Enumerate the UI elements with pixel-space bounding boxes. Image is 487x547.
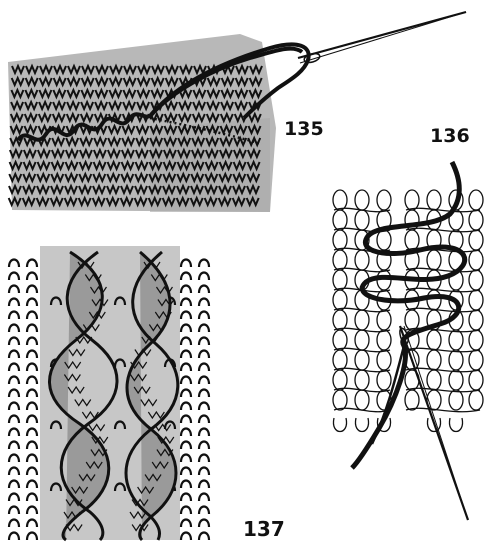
mesh-link — [406, 228, 480, 231]
mesh-loop — [449, 330, 463, 350]
mesh-drop-loop — [333, 418, 346, 432]
mesh-loop — [377, 370, 391, 390]
mesh-loop — [333, 290, 347, 310]
mesh-loop — [427, 290, 441, 310]
mesh-link — [406, 268, 480, 271]
mesh-loop — [333, 230, 347, 250]
mesh-drop-loop — [355, 418, 368, 432]
mesh-loop — [355, 210, 369, 230]
mesh-loop — [449, 370, 463, 390]
mesh-loop — [469, 210, 483, 230]
mesh-link — [406, 308, 480, 311]
mesh-loop — [405, 390, 419, 410]
mesh-loop — [469, 370, 483, 390]
mesh-link — [406, 388, 480, 391]
mesh-loop — [427, 190, 441, 210]
mesh-link — [406, 408, 480, 411]
mesh-loop — [355, 390, 369, 410]
mesh-loop — [355, 190, 369, 210]
mesh-loop — [333, 210, 347, 230]
mesh-loop — [469, 350, 483, 370]
mesh-loop — [355, 350, 369, 370]
mesh-loop — [405, 230, 419, 250]
mesh-loop — [333, 350, 347, 370]
mesh-loop — [469, 290, 483, 310]
mesh-loop — [449, 390, 463, 410]
mesh-loop — [469, 250, 483, 270]
mesh-loop — [333, 310, 347, 330]
mesh-loop — [449, 350, 463, 370]
mesh-loop — [333, 370, 347, 390]
mesh-loop — [333, 250, 347, 270]
figure-label-137: 137 — [243, 517, 285, 541]
mesh-loop — [377, 330, 391, 350]
mesh-loop — [469, 270, 483, 290]
mesh-loop — [355, 250, 369, 270]
needle-136 — [398, 326, 468, 520]
figure-135-illustration — [8, 12, 466, 212]
mesh-link — [406, 208, 480, 211]
mesh-loop — [333, 330, 347, 350]
mesh-loop — [377, 190, 391, 210]
figure-label-135: 135 — [284, 118, 324, 140]
mesh-loop — [427, 350, 441, 370]
mesh-loop — [469, 330, 483, 350]
mesh-loop — [405, 310, 419, 330]
mesh-loop — [377, 310, 391, 330]
mesh-loop — [469, 310, 483, 330]
mesh-loop — [377, 350, 391, 370]
mesh-loop — [405, 190, 419, 210]
mesh-drop-loop — [449, 418, 462, 432]
mesh-loop — [333, 270, 347, 290]
figure-136-illustration — [333, 162, 483, 520]
mesh-loop — [427, 330, 441, 350]
mesh-loop — [355, 330, 369, 350]
mesh-loop — [427, 370, 441, 390]
mesh-link — [406, 368, 480, 371]
mesh-loop — [469, 390, 483, 410]
needle-135 — [298, 12, 466, 64]
figure-label-136: 136 — [430, 125, 470, 147]
mesh-loop — [469, 190, 483, 210]
mesh-loop — [333, 190, 347, 210]
mesh-loop — [355, 370, 369, 390]
mesh-loop — [469, 230, 483, 250]
mesh-link — [406, 348, 480, 351]
mesh-link — [406, 288, 480, 291]
figure-137-illustration — [8, 246, 218, 540]
mesh-loop — [333, 390, 347, 410]
mesh-loop — [427, 250, 441, 270]
mesh-loop — [377, 230, 391, 250]
mesh-loop — [355, 310, 369, 330]
